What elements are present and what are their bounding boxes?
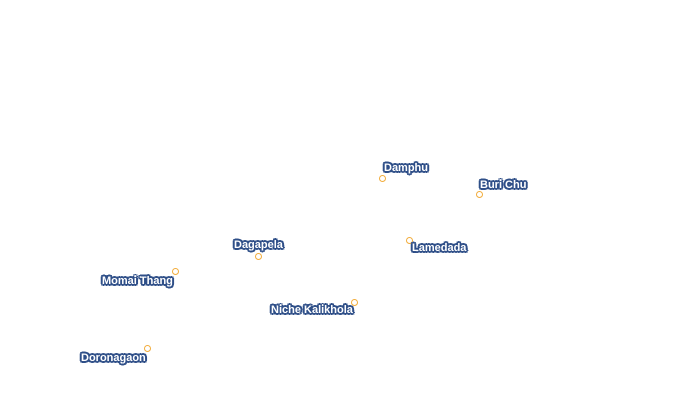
place-marker-lamedada[interactable]	[406, 237, 413, 244]
place-label-damphu: Damphu	[384, 162, 428, 174]
place-marker-damphu[interactable]	[379, 175, 386, 182]
place-marker-momai-thang[interactable]	[172, 268, 179, 275]
place-label-momai-thang: Momai Thang	[102, 275, 173, 287]
place-label-doronagaon: Doronagaon	[81, 352, 146, 364]
place-marker-niche-kalikhola[interactable]	[351, 299, 358, 306]
place-marker-doronagaon[interactable]	[144, 345, 151, 352]
place-label-dagapela: Dagapela	[234, 239, 283, 251]
place-label-lamedada: Lamedada	[412, 242, 467, 254]
place-marker-dagapela[interactable]	[255, 253, 262, 260]
place-marker-buri-chu[interactable]	[476, 191, 483, 198]
place-label-buri-chu: Buri Chu	[480, 179, 527, 191]
place-label-niche-kalikhola: Niche Kalikhola	[271, 304, 353, 316]
